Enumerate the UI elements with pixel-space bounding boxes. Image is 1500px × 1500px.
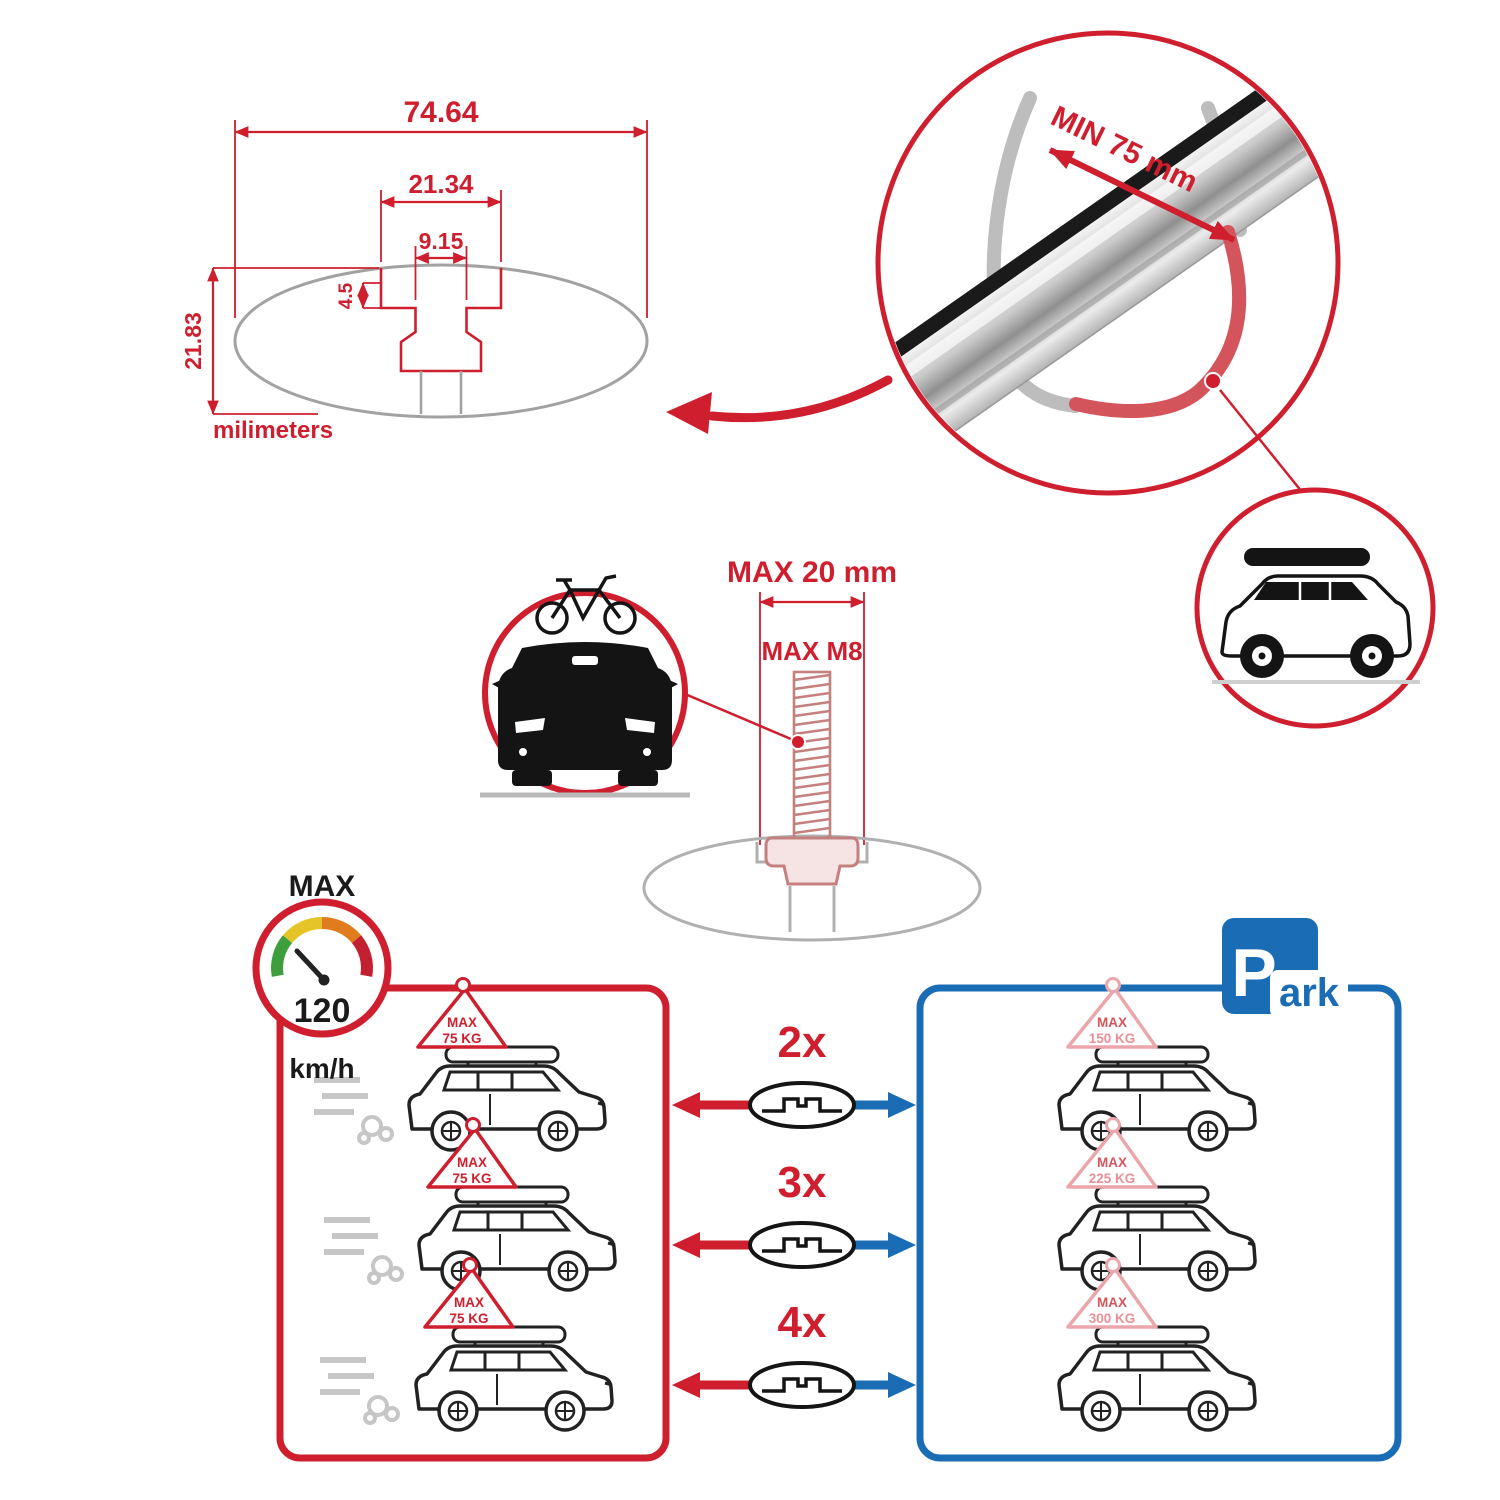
max-load-flag-parked: MAX 150 KG — [1066, 977, 1158, 1049]
max-bolt-width-label: MAX 20 mm — [727, 556, 897, 589]
park-sign-rest: ark — [1279, 971, 1340, 1015]
dim-total-height-label: 21.83 — [180, 312, 206, 370]
dim-slot-inner-label: 9.15 — [419, 228, 464, 254]
flag-max-label: MAX — [1097, 1155, 1127, 1170]
extension-lines-slot-inner — [414, 246, 468, 300]
extension-lines-total-width — [234, 120, 648, 318]
dim-total-width-label: 74.64 — [403, 96, 478, 129]
suv-with-roofbox-icon — [1212, 548, 1420, 684]
flag-max-label: MAX — [447, 1015, 477, 1030]
parking-panel: MAX 150 KG MAX 225 KG MAX 300 KG — [1057, 977, 1257, 1432]
t-slot-profile-outline — [379, 268, 503, 373]
ghost-stem-lines — [788, 886, 836, 932]
multiplier-label: 2x — [778, 1018, 827, 1067]
clamp-strap-right — [1069, 225, 1247, 419]
flag-load-value: 75 KG — [442, 1031, 481, 1046]
max-load-flag: MAX 75 KG — [416, 977, 508, 1049]
extension-lines-total-height — [213, 267, 379, 415]
profile-ellipse-outline — [233, 263, 649, 419]
car-front-icon — [480, 642, 690, 798]
speed-max-label: MAX — [289, 870, 356, 903]
extension-lines-bolt-width — [759, 592, 865, 845]
flag-max-label: MAX — [1097, 1015, 1127, 1030]
multiplier-label: 3x — [778, 1158, 827, 1207]
bolt-dimension-diagram: MAX 20 mm MAX M8 — [642, 556, 982, 942]
flag-max-label: MAX — [457, 1155, 487, 1170]
speed-limit-badge: MAX 120 km/h — [252, 870, 392, 1084]
multiplier-rows: 2x 3x 4x — [672, 1018, 916, 1409]
t-bolt-head — [764, 836, 860, 886]
max-thread-label: MAX M8 — [761, 636, 862, 666]
speed-value: 120 — [294, 992, 351, 1030]
max-load-flag-parked: MAX 300 KG — [1066, 1257, 1158, 1329]
flag-max-label: MAX — [1097, 1295, 1127, 1310]
arrowhead — [666, 392, 712, 434]
flag-load-value: 75 KG — [449, 1311, 488, 1326]
multiplier-label: 4x — [778, 1298, 827, 1347]
park-sign: P ark — [1222, 918, 1348, 1018]
units-label: milimeters — [213, 417, 333, 444]
bolt-point-dot — [790, 734, 806, 750]
flag-load-value: 300 KG — [1089, 1311, 1136, 1326]
gauge-needle — [294, 948, 327, 983]
min-clamp-width-arrow — [1048, 147, 1236, 243]
clamp-point-dot — [1204, 372, 1222, 390]
bicycle-icon — [535, 574, 637, 635]
roofbox-car-circle — [1194, 487, 1436, 729]
dim-slot-outer-label: 21.34 — [408, 169, 474, 199]
flag-load-value: 75 KG — [452, 1171, 491, 1186]
detail-pointer-arrow — [666, 375, 893, 434]
car-front-bike-circle — [480, 574, 690, 798]
profile-stem-lines — [419, 371, 463, 414]
leader-line-to-car — [1219, 389, 1307, 498]
speed-units: km/h — [289, 1053, 354, 1084]
flag-load-value: 225 KG — [1089, 1171, 1136, 1186]
flag-load-value: 150 KG — [1089, 1031, 1136, 1046]
crossbar-cross-section-drawing: 74.64 21.34 9.15 4.5 21.83 milimeters — [180, 96, 649, 444]
extension-lines-lip-depth — [363, 282, 414, 309]
park-sign-letter: P — [1231, 935, 1276, 1011]
threaded-bolt-shaft — [792, 670, 832, 840]
flag-max-label: MAX — [454, 1295, 484, 1310]
crossbar-photo-circle: MIN 75 mm — [875, 30, 1341, 496]
speedometer-icon — [271, 917, 373, 977]
leader-line-to-bolt — [684, 692, 799, 744]
max-load-flag: MAX 75 KG — [423, 1257, 515, 1329]
dim-lip-depth-label: 4.5 — [336, 282, 357, 309]
max-load-flag-parked: MAX 225 KG — [1066, 1117, 1158, 1189]
driving-panel: MAX 75 KG MAX 75 KG MAX 75 KG — [314, 977, 617, 1432]
max-load-flag: MAX 75 KG — [426, 1117, 518, 1189]
roof-cargo-box — [1244, 548, 1370, 566]
